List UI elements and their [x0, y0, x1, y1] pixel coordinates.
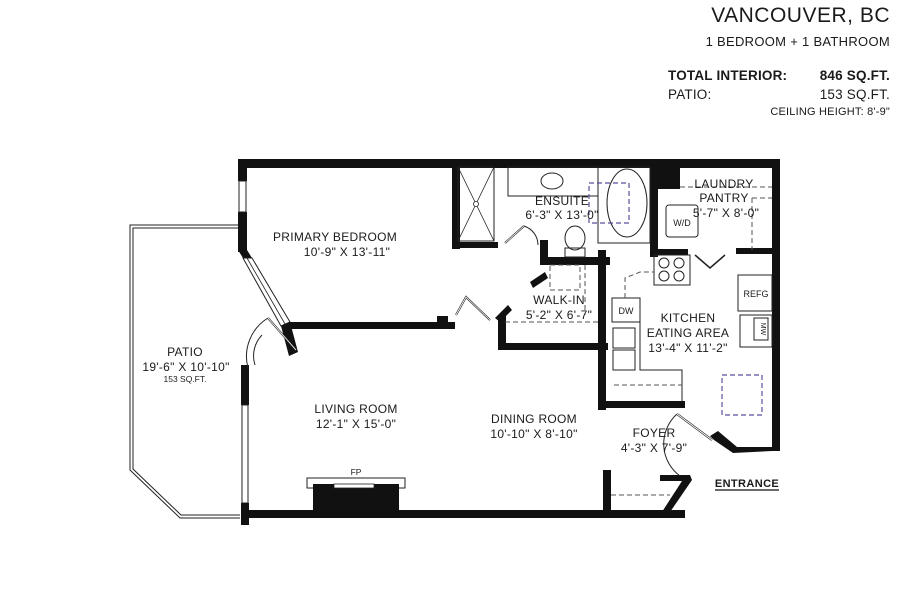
patio-area-label: PATIO: — [668, 87, 712, 102]
dining-room-name: DINING ROOM — [491, 412, 577, 426]
eating-area-name: EATING AREA — [647, 326, 729, 340]
dishwasher-label: DW — [619, 306, 634, 316]
walk-in-dims: 5'-2" X 6'-7" — [526, 308, 592, 322]
ceiling-height: CEILING HEIGHT: 8'-9" — [770, 106, 890, 118]
living-room-dims: 12'-1" X 15'-0" — [316, 417, 396, 431]
laundry-name: LAUNDRY — [694, 177, 753, 191]
dining-room-dims: 10'-10" X 8'-10" — [490, 427, 577, 441]
foyer-dims: 4'-3" X 7'-9" — [621, 441, 687, 455]
walk-in-name: WALK-IN — [533, 293, 585, 307]
ensuite-dims: 6'-3" X 13'-0" — [525, 208, 598, 222]
patio-area: 153 SQ.FT. — [164, 374, 207, 384]
refrigerator-label: REFG — [743, 289, 768, 299]
kitchen-name: KITCHEN — [661, 311, 716, 325]
total-interior-row: TOTAL INTERIOR: 846 SQ.FT. — [668, 66, 890, 85]
patio-outline — [129, 224, 240, 519]
header: VANCOUVER, BC 1 BEDROOM + 1 BATHROOM — [706, 0, 890, 49]
primary-bedroom-dims: 10'-9" X 13'-11" — [304, 245, 390, 259]
foyer-name: FOYER — [633, 426, 676, 440]
area-summary: TOTAL INTERIOR: 846 SQ.FT. PATIO: 153 SQ… — [668, 66, 890, 104]
pantry-name: PANTRY — [699, 191, 748, 205]
total-interior-label: TOTAL INTERIOR: — [668, 68, 788, 83]
patio-area-value: 153 SQ.FT. — [819, 87, 890, 102]
primary-bedroom-name: PRIMARY BEDROOM — [273, 230, 397, 244]
patio-dims: 19'-6" X 10'-10" — [142, 360, 229, 374]
washer-dryer-label: W/D — [673, 218, 691, 228]
kitchen-dims: 13'-4" X 11'-2" — [648, 341, 727, 355]
entrance-label: ENTRANCE — [715, 478, 779, 490]
kitchen-fixtures: DW REFG MW — [611, 254, 773, 416]
patio-row: PATIO: 153 SQ.FT. — [668, 85, 890, 104]
fireplace-label: FP — [351, 467, 362, 477]
city-title: VANCOUVER, BC — [711, 4, 890, 27]
room-labels: PRIMARY BEDROOM 10'-9" X 13'-11" ENSUITE… — [142, 177, 779, 491]
living-room-name: LIVING ROOM — [314, 402, 397, 416]
laundry-dims: 5'-7" X 8'-0" — [693, 206, 759, 220]
walk-in-fixtures — [505, 264, 600, 323]
unit-type: 1 BEDROOM + 1 BATHROOM — [705, 34, 890, 49]
patio-name: PATIO — [167, 345, 203, 359]
walls — [238, 159, 780, 525]
microwave-label: MW — [759, 323, 766, 336]
total-interior-value: 846 SQ.FT. — [819, 68, 890, 83]
ensuite-fixtures — [457, 166, 651, 258]
ensuite-name: ENSUITE — [535, 194, 589, 208]
laundry-fixtures: W/D — [665, 186, 772, 250]
